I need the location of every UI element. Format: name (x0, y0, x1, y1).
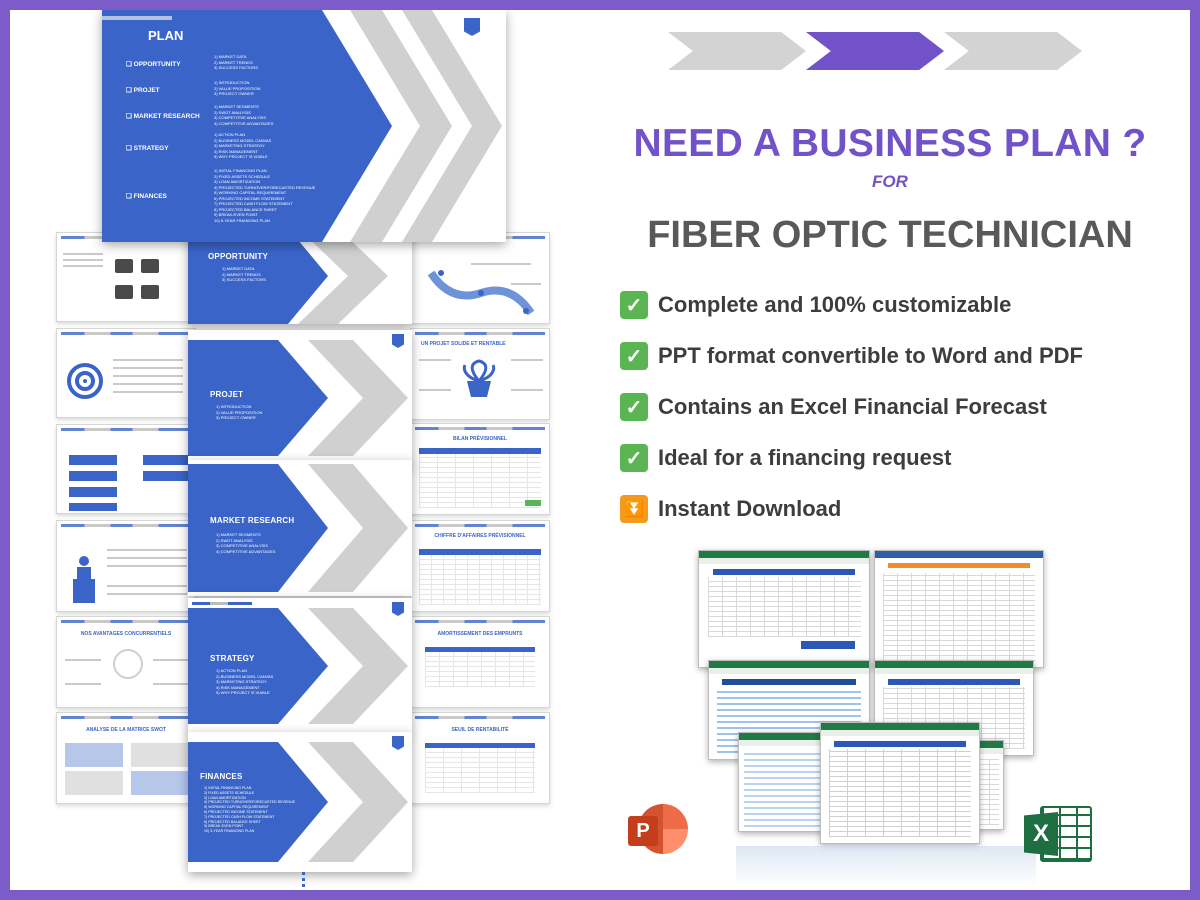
section-title: OPPORTUNITY (208, 252, 268, 261)
feature-item: ✓ PPT format convertible to Word and PDF (620, 341, 1083, 371)
connector-dots (302, 872, 305, 888)
mini-slide-title: AMORTISSEMENT DES EMPRUNTS (437, 631, 523, 637)
feature-item: ✓ Ideal for a financing request (620, 443, 951, 473)
mini-slide-title: UN PROJET SOLIDE ET RENTABLE (421, 341, 506, 347)
section-title: STRATEGY (210, 654, 255, 663)
check-mark-icon: ✓ (620, 291, 648, 319)
excel-screenshot (874, 550, 1044, 668)
plan-section-items: 1) INTRODUCTION 2) VALUE PROPOSITION 3) … (214, 80, 261, 96)
feature-text: PPT format convertible to Word and PDF (658, 343, 1083, 368)
target-icon (67, 363, 103, 399)
feature-text: Instant Download (658, 496, 842, 521)
mini-slide-chiffre-affaires: CHIFFRE D'AFFAIRES PRÉVISIONNEL (410, 520, 550, 612)
plan-section-items: 1) INITIAL FINANCING PLAN 2) FIXED ASSET… (214, 168, 316, 223)
plant-icon (462, 359, 496, 397)
brand-logo-icon (392, 736, 404, 750)
feature-text: Complete and 100% customizable (658, 292, 1012, 317)
mini-slide-title: NOS AVANTAGES CONCURRENTIELS (80, 631, 172, 637)
mini-slide-bilan: BILAN PRÉVISIONNEL (410, 423, 550, 515)
plan-title: PLAN (148, 28, 184, 43)
chevron-graphic (188, 742, 408, 862)
excel-screenshot (820, 722, 980, 844)
section-items: 1) ACTION PLAN 2) BUSINESS MODEL CANVAS … (216, 668, 274, 695)
section-title: PROJET (210, 390, 244, 399)
excel-logo-icon: X (1024, 802, 1094, 864)
check-mark-icon: ✓ (620, 444, 648, 472)
feature-item: ✓ Complete and 100% customizable (620, 290, 1011, 320)
mini-slide-title: ANALYSE DE LA MATRICE SWOT (86, 727, 166, 733)
plan-section-label: ❑ PROJET (126, 87, 160, 94)
check-mark-icon: ✓ (620, 393, 648, 421)
brand-logo-icon (392, 602, 404, 616)
section-title: FINANCES (200, 772, 243, 781)
promo-frame: UN PROJET SOLIDE ET RENTABLE BILAN PRÉVI… (10, 10, 1190, 890)
mini-slide-tendances (56, 424, 196, 514)
mini-slide-seuil-rentabilite: SEUIL DE RENTABILITÉ (410, 712, 550, 804)
feature-text: Contains an Excel Financial Forecast (658, 394, 1047, 419)
screenshot-reflection (736, 846, 1036, 886)
decor-chevron-right (944, 32, 1082, 70)
section-slide-opportunity: OPPORTUNITY 1) MARKET DATA 2) MARKET TRE… (188, 228, 412, 324)
plan-section-items: 1) MARKET DATA 2) MARKET TRENDS 3) SUCCE… (214, 54, 258, 70)
section-items: 1) INTRODUCTION 2) VALUE PROPOSITION 3) … (216, 404, 263, 420)
mini-slide-title: CHIFFRE D'AFFAIRES PRÉVISIONNEL (434, 533, 526, 539)
plan-section-label: ❑ STRATEGY (126, 145, 169, 152)
chevron-graphic (188, 608, 408, 724)
chevron-graphic (188, 228, 388, 324)
mini-slide-roadmap (410, 232, 550, 324)
chevron-graphic (188, 464, 408, 592)
section-slide-strategy: STRATEGY 1) ACTION PLAN 2) BUSINESS MODE… (188, 598, 412, 734)
mini-slide-title: SEUIL DE RENTABILITÉ (451, 727, 509, 733)
section-title: MARKET RESEARCH (210, 516, 295, 525)
section-slide-finances: FINANCES 1) INITIAL FINANCING PLAN 2) FI… (188, 732, 412, 872)
mini-slide-avantages: NOS AVANTAGES CONCURRENTIELS (56, 616, 196, 708)
mini-slide-market-data (56, 232, 196, 322)
mini-slide-swot: ANALYSE DE LA MATRICE SWOT (56, 712, 196, 804)
excel-screenshot (698, 550, 870, 668)
decor-chevron-middle (806, 32, 944, 70)
section-items: 1) MARKET DATA 2) MARKET TRENDS 3) SUCCE… (222, 266, 266, 282)
mini-slide-title: BILAN PRÉVISIONNEL (453, 436, 507, 442)
roadmap-illustration (427, 270, 535, 316)
section-items: 1) MARKET SEGMENTS 2) SWOT ANALYSIS 3) C… (216, 532, 276, 554)
powerpoint-logo-icon: P (626, 802, 688, 864)
chevron-graphic (188, 340, 408, 456)
section-slide-market-research: MARKET RESEARCH 1) MARKET SEGMENTS 2) SW… (188, 460, 412, 596)
plan-section-label: ❑ OPPORTUNITY (126, 61, 181, 68)
double-down-arrow-icon: ⏬ (620, 495, 648, 523)
plan-section-label: ❑ FINANCES (126, 193, 167, 200)
plan-slide: PLAN ❑ OPPORTUNITY 1) MARKET DATA 2) MAR… (102, 10, 506, 242)
plan-section-items: 1) ACTION PLAN 2) BUSINESS MODEL CANVAS … (214, 132, 272, 159)
section-items: 1) INITIAL FINANCING PLAN 2) FIXED ASSET… (204, 786, 295, 834)
mini-slide-success-factors (56, 328, 196, 418)
section-slide-projet: PROJET 1) INTRODUCTION 2) VALUE PROPOSIT… (188, 330, 412, 466)
mini-slide-porteur-projet (56, 520, 196, 612)
for-label: FOR (872, 172, 908, 191)
headline: NEED A BUSINESS PLAN ? (633, 122, 1147, 165)
feature-item: ✓ Contains an Excel Financial Forecast (620, 392, 1047, 422)
brand-logo-icon (392, 334, 404, 348)
chevron-graphic (102, 10, 502, 242)
check-mark-icon: ✓ (620, 342, 648, 370)
plan-section-items: 1) MARKET SEGMENTS 2) SWOT ANALYSIS 3) C… (214, 104, 274, 126)
feature-item: ⏬ Instant Download (620, 494, 841, 524)
decor-chevron-left (668, 32, 806, 70)
mini-slide-amortissement: AMORTISSEMENT DES EMPRUNTS (410, 616, 550, 708)
business-subject-title: FIBER OPTIC TECHNICIAN (647, 214, 1133, 256)
plan-section-label: ❑ MARKET RESEARCH (126, 113, 200, 120)
brand-logo-icon (464, 18, 480, 36)
mini-slide-projet-solide: UN PROJET SOLIDE ET RENTABLE (410, 328, 550, 420)
feature-text: Ideal for a financing request (658, 445, 952, 470)
speaker-podium-icon (73, 556, 95, 603)
